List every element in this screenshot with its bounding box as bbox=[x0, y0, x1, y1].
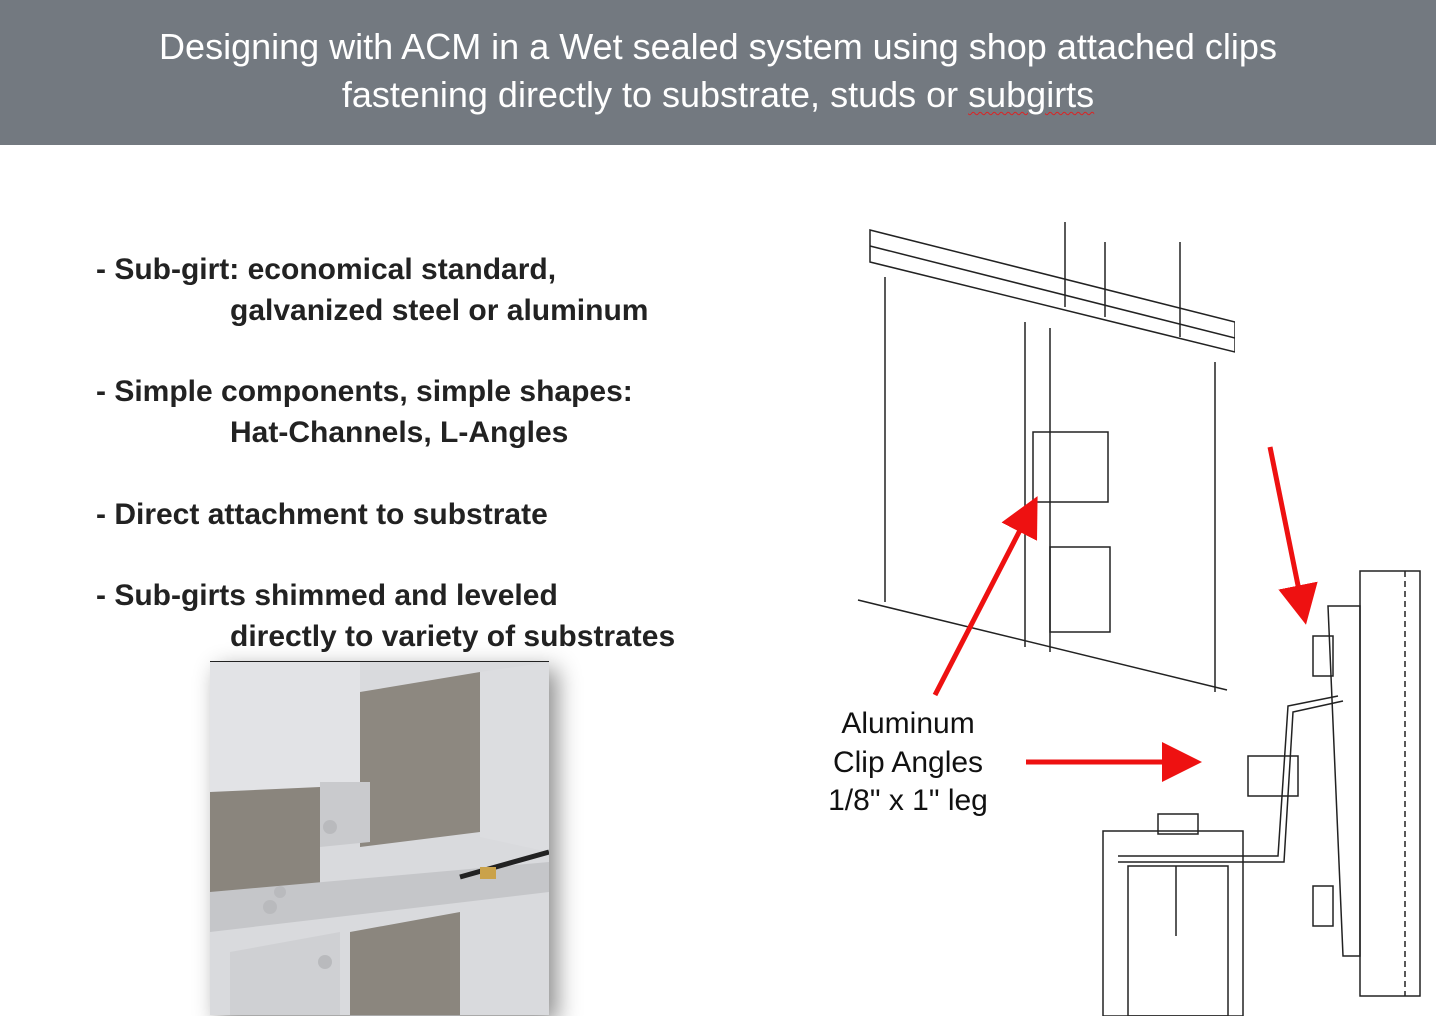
clip-angle-section-drawing bbox=[1102, 570, 1421, 1016]
bullet-2-line-2: Hat-Channels, L-Angles bbox=[230, 416, 569, 449]
bullet-1-line-1: - Sub-girt: economical standard, bbox=[96, 253, 557, 286]
bullet-4-line-2: directly to variety of substrates bbox=[230, 620, 676, 653]
slide-header: Designing with ACM in a Wet sealed syste… bbox=[0, 0, 1436, 145]
callout-line-3: 1/8" x 1" leg bbox=[828, 784, 988, 817]
callout-line-2: Clip Angles bbox=[832, 745, 984, 779]
callout-line-1: Aluminum bbox=[841, 707, 975, 740]
bullet-1-line-2: galvanized steel or aluminum bbox=[230, 294, 649, 327]
bullet-3-line-1: - Direct attachment to substrate bbox=[96, 498, 548, 531]
slide-title-line-1: Designing with ACM in a Wet sealed syste… bbox=[159, 26, 1277, 67]
bullet-4-line-1: - Sub-girts shimmed and leveled bbox=[96, 579, 558, 612]
panel-render-photo bbox=[210, 661, 549, 1015]
bullet-2-line-1: - Simple components, simple shapes: bbox=[96, 375, 633, 408]
slide-title-line-2: fastening directly to substrate, studs o… bbox=[0, 73, 1436, 117]
misspelled-word: subgirts bbox=[968, 74, 1095, 115]
subgirt-isometric-drawing bbox=[857, 222, 1235, 692]
title-text: fastening directly to substrate, studs o… bbox=[341, 74, 969, 115]
clip-angle-callout: Aluminum Clip Angles 1/8" x 1" leg bbox=[800, 705, 1016, 821]
